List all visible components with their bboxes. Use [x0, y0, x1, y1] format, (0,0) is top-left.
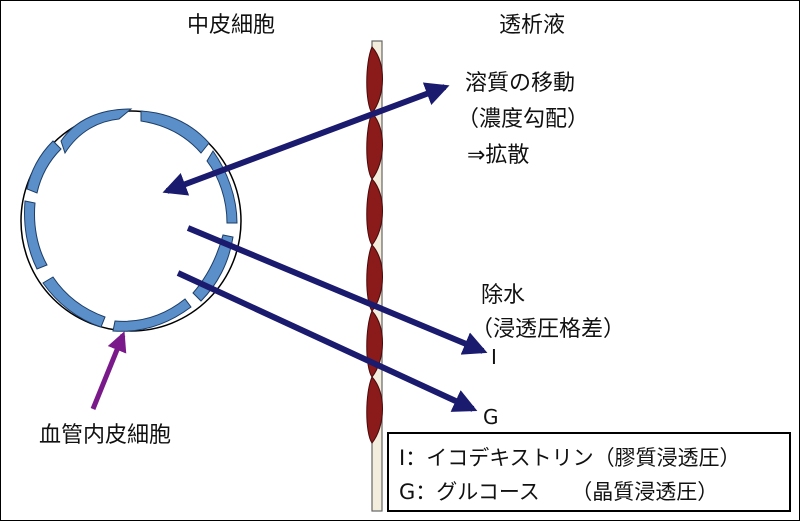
solute-transport-label: 溶質の移動	[465, 71, 576, 96]
concentration-gradient-label: （濃度勾配）	[457, 107, 590, 132]
endothelial-segment	[60, 108, 133, 155]
glucose-ultrafiltration-arrow	[176, 270, 478, 412]
icodextrin-arrow-label: I	[491, 345, 497, 369]
glucose-arrow-label: G	[483, 405, 499, 429]
endothelial-segment	[26, 140, 62, 194]
endothelial-pointer-arrow	[90, 331, 127, 410]
capillary	[20, 108, 242, 332]
icodextrin-ultrafiltration-arrow	[186, 225, 488, 355]
mesothelial-cell	[366, 376, 383, 444]
ultrafiltration-label: 除水	[481, 283, 526, 308]
legend-row-glucose: G：グルコース （晶質浸透圧）	[399, 480, 719, 504]
dialysate-label: 透析液	[499, 13, 566, 38]
endothelial-segment	[42, 276, 106, 328]
legend-row-icodextrin: I：イコデキストリン（膠質浸透圧）	[399, 446, 741, 470]
osmotic-gradient-label: （浸透圧格差）	[471, 317, 626, 342]
endothelial-segment	[112, 298, 192, 332]
legend-box: I：イコデキストリン（膠質浸透圧） G：グルコース （晶質浸透圧）	[387, 432, 791, 512]
mesothelial-cell-label: 中皮細胞	[187, 13, 276, 38]
endothelial-segment	[24, 200, 48, 270]
endothelial-cell-label: 血管内皮細胞	[39, 423, 172, 448]
diffusion-arrow	[162, 82, 450, 196]
diffusion-label: ⇒拡散	[467, 143, 530, 168]
